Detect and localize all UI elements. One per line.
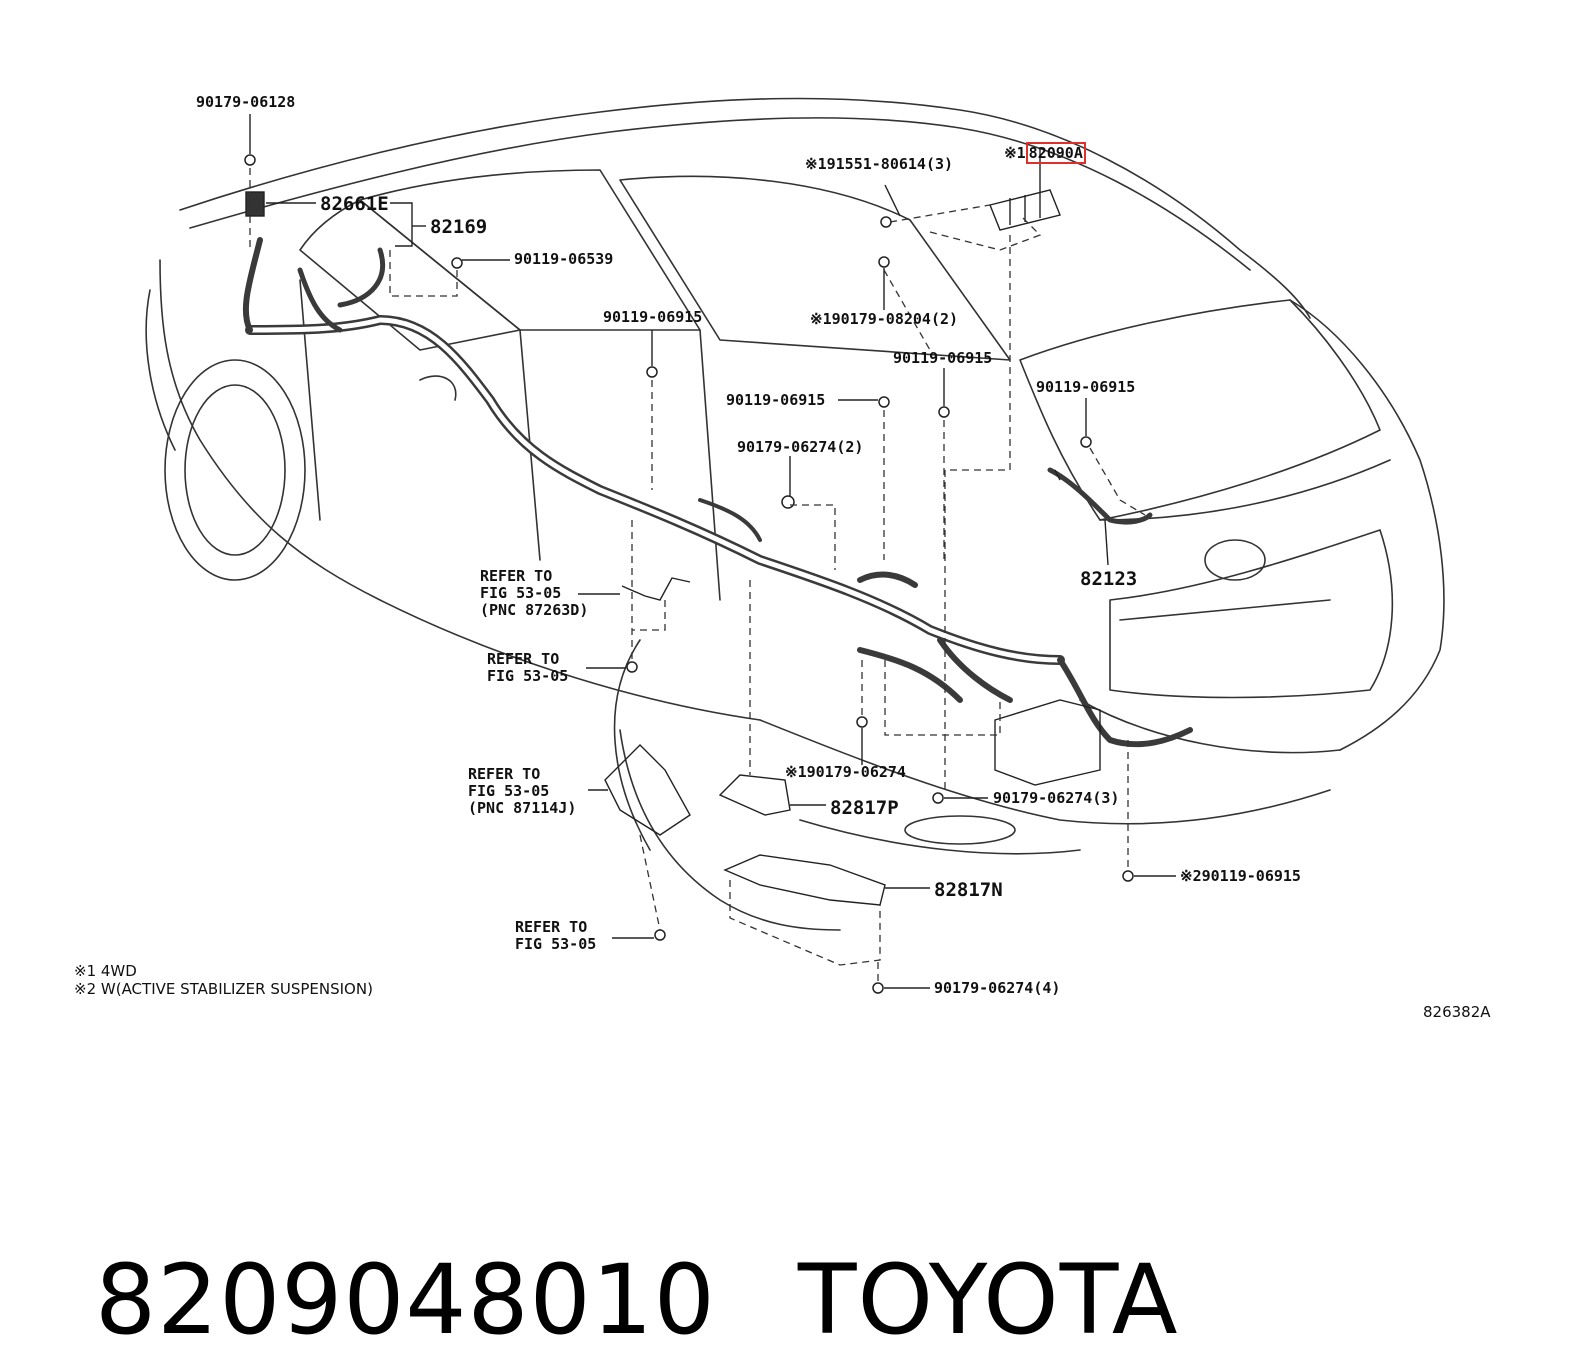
part-label-90179-06274-4: 90179-06274(4): [934, 979, 1061, 997]
refer-note-fig-53-05-a: REFER TO FIG 53-05: [487, 650, 569, 685]
footnote-2: ※2 W(ACTIVE STABILIZER SUSPENSION): [74, 980, 373, 998]
parts-diagram: [145, 97, 1445, 994]
fasteners: [244, 154, 1134, 994]
footer-caption: 8209048010 TOYOTA: [32, 1135, 1179, 1355]
refer-note-87263d: REFER TO FIG 53-05 (PNC 87263D): [480, 567, 589, 619]
vehicle-outline: [145, 97, 1445, 931]
part-label-90119-06915-b: 90119-06915: [893, 349, 993, 367]
part-label-190179-06274: ※190179-06274: [785, 763, 906, 781]
part-label-82123: 82123: [1080, 568, 1138, 590]
refer-note-87114j: REFER TO FIG 53-05 (PNC 87114J): [468, 765, 577, 817]
refer-note-fig-53-05-b: REFER TO FIG 53-05: [515, 918, 597, 953]
part-label-190179-08204: ※190179-08204(2): [810, 310, 959, 328]
footer-brand: TOYOTA: [797, 1244, 1179, 1356]
leader-lines: [249, 114, 1176, 989]
wire-harness: [242, 237, 1193, 748]
part-label-90119-06915-a: 90119-06915: [603, 308, 703, 326]
dashed-guides: [249, 168, 1146, 982]
part-label-191551-80614: ※191551-80614(3): [805, 155, 954, 173]
part-label-90179-06128: 90179-06128: [196, 93, 296, 111]
part-label-90179-06274-3: 90179-06274(3): [993, 789, 1120, 807]
part-label-90119-06915-d: 90119-06915: [1036, 378, 1136, 396]
part-label-290119-06915: ※290119-06915: [1180, 867, 1301, 885]
part-label-82090a-highlight: 82090A: [1025, 142, 1086, 164]
drawing-number: 826382A: [1423, 1003, 1491, 1021]
part-label-82817n: 82817N: [934, 879, 1003, 901]
part-label-90119-06915-c: 90119-06915: [726, 391, 826, 409]
part-label-82090a-prefix: ※1: [1004, 144, 1026, 162]
part-label-90119-06539: 90119-06539: [514, 250, 614, 268]
footnote-1: ※1 4WD: [74, 962, 137, 980]
part-label-82661e: 82661E: [320, 193, 389, 215]
part-label-82169: 82169: [430, 216, 488, 238]
part-label-82817p: 82817P: [830, 797, 899, 819]
footer-part-number: 8209048010: [95, 1244, 716, 1356]
component-parts: [245, 189, 1101, 906]
part-label-90179-06274-2: 90179-06274(2): [737, 438, 864, 456]
